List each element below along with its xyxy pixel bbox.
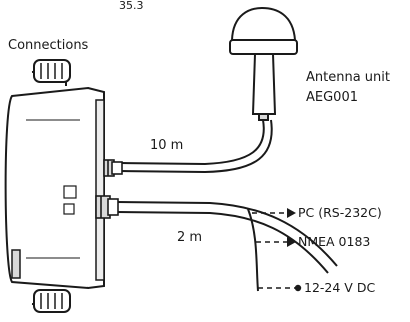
data-cable [115,201,338,274]
page-number: 35.3 [119,0,144,12]
output-label-pc: PC (RS-232C) [298,205,382,220]
device-unit-icon [4,59,105,313]
antenna-model-label: AEG001 [306,90,358,105]
output-label-nmea: NMEA 0183 [298,234,371,249]
power-terminal-icon [294,284,302,292]
antenna-connector-icon [103,159,123,177]
data-cable-length-label: 2 m [177,230,203,245]
arrow-pc-icon [287,208,296,218]
data-connector-icon [95,195,119,219]
arrow-nmea-icon [287,237,296,247]
output-label-power: 12-24 V DC [304,280,376,295]
antenna-unit-icon [229,6,298,121]
section-title: Connections [8,38,89,53]
antenna-cable [119,119,273,174]
splitter-bar [247,208,259,292]
antenna-unit-label: Antenna unit [306,70,390,85]
output-leads [252,212,295,289]
antenna-cable-length-label: 10 m [150,138,184,153]
